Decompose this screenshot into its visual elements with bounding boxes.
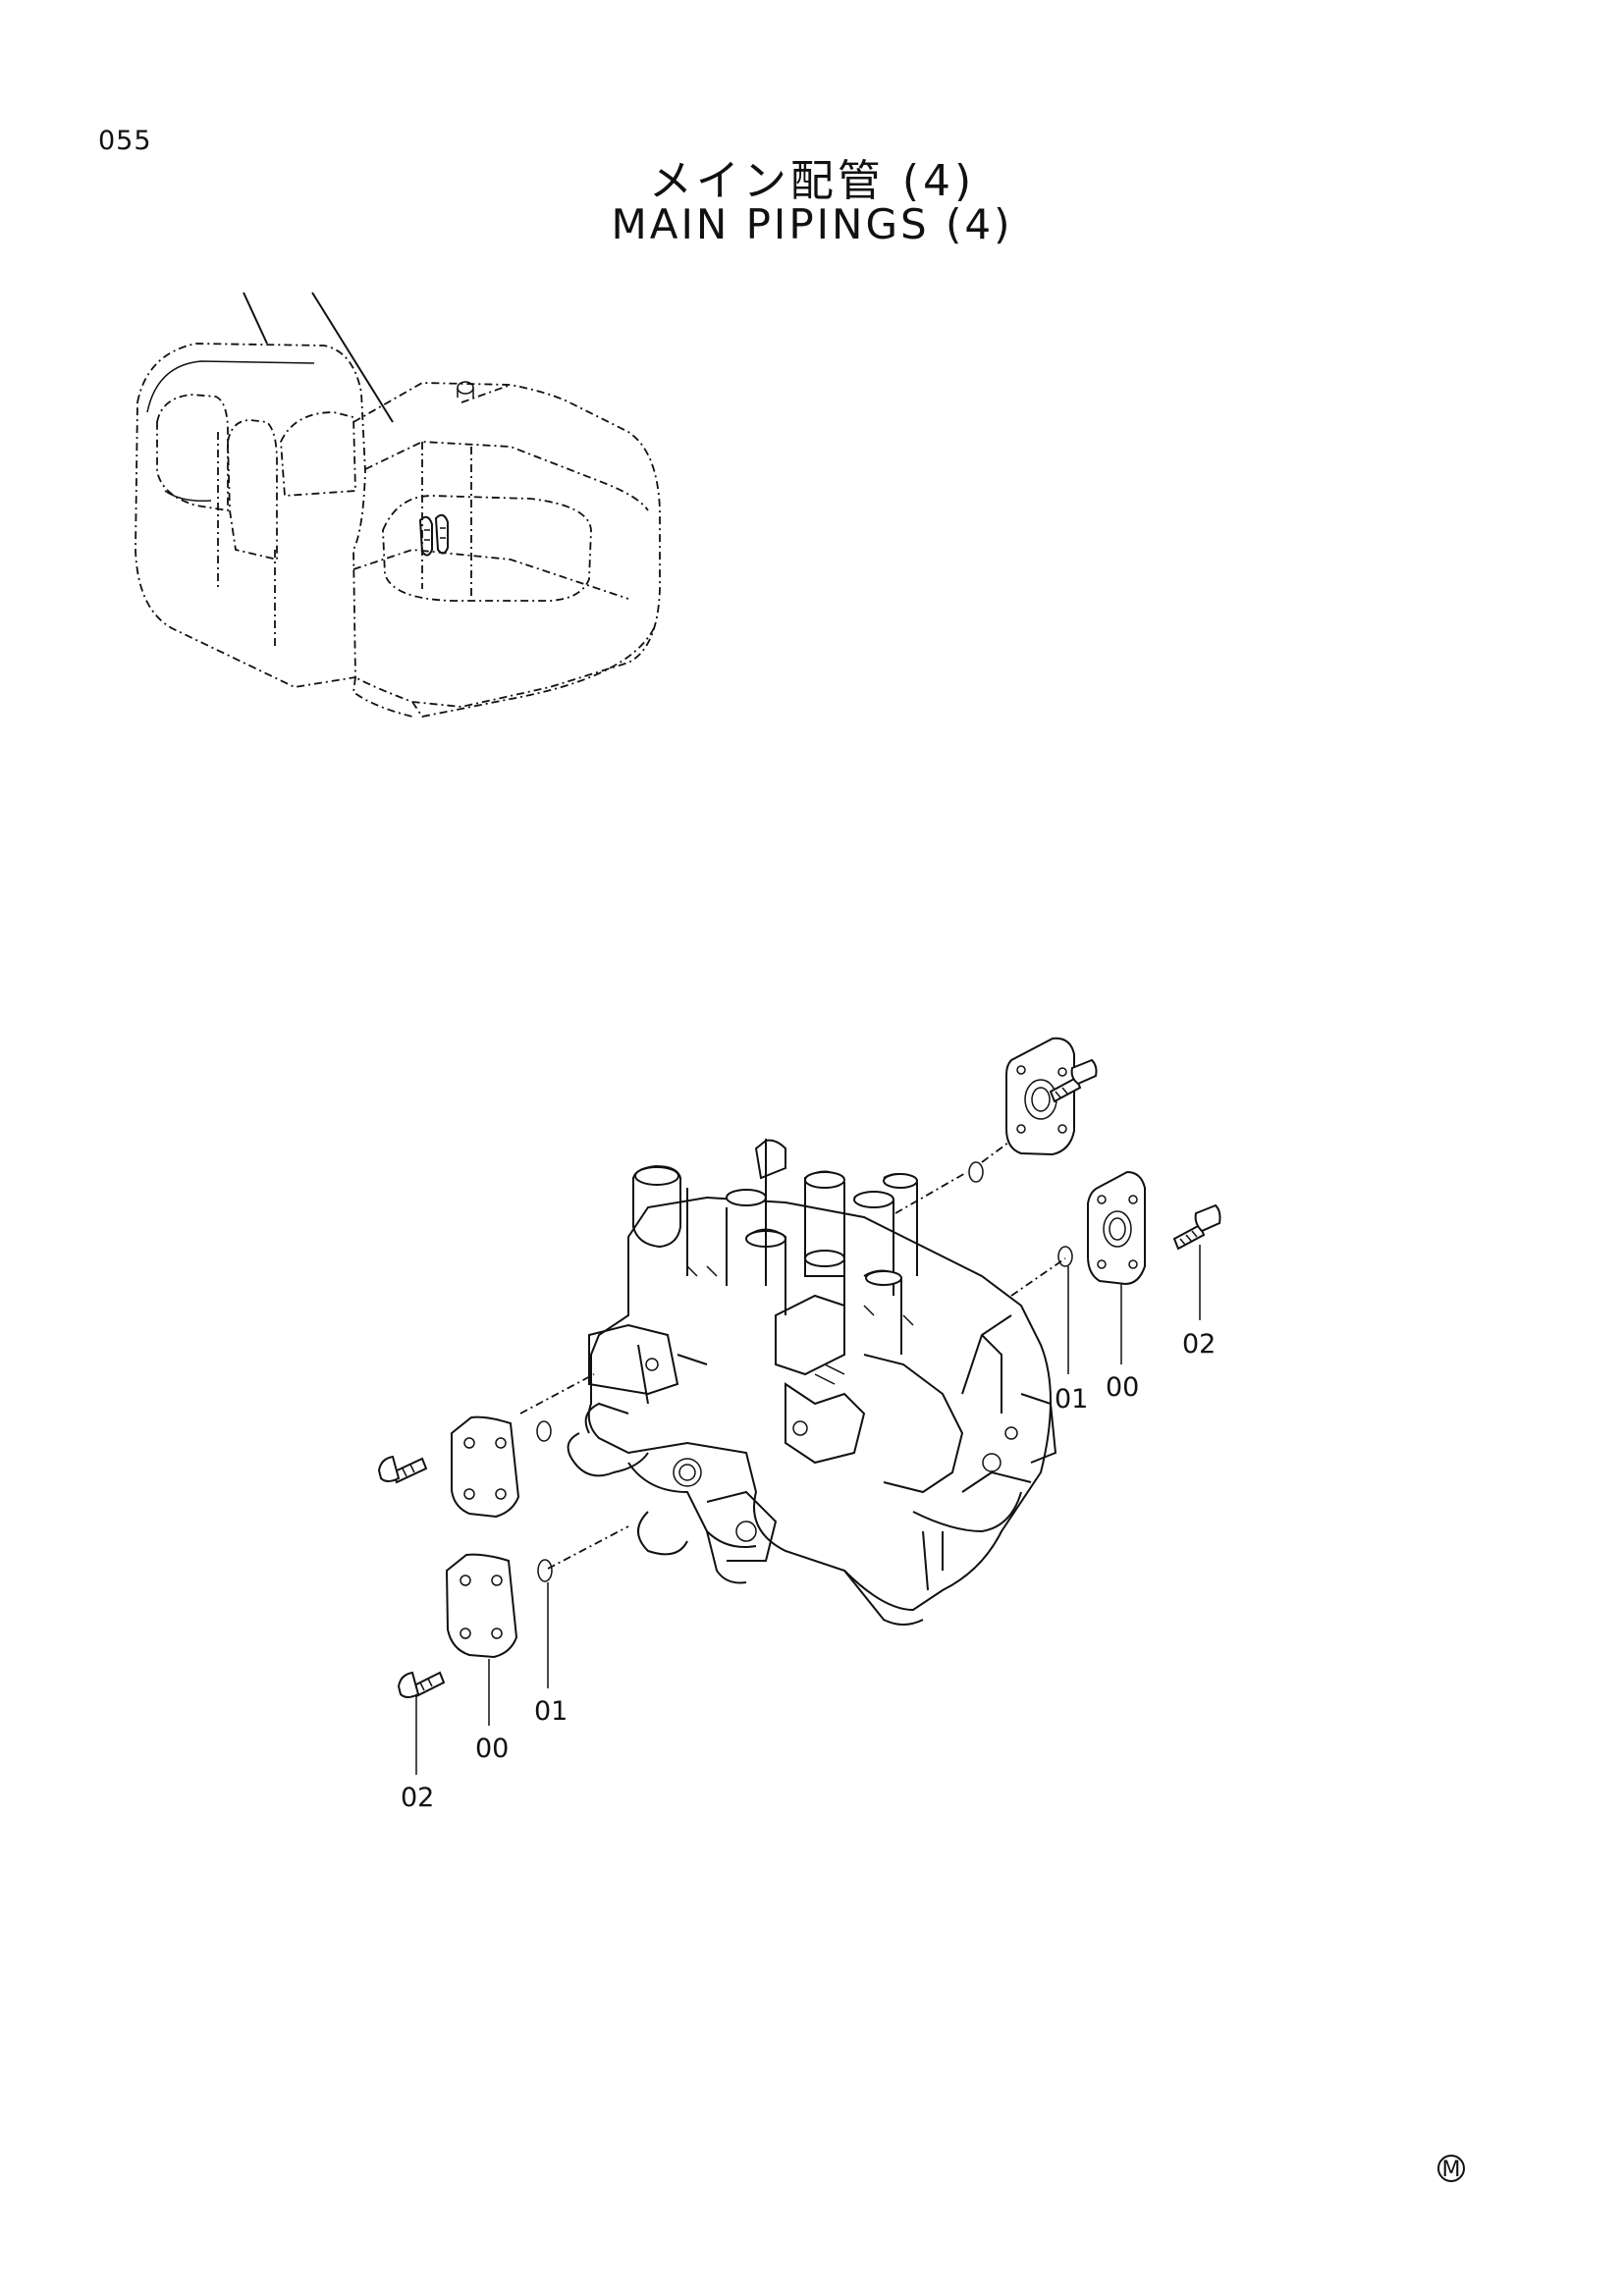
- control-valve-illustration: [567, 1139, 1057, 1626]
- page-title-english: MAIN PIPINGS (4): [611, 200, 1013, 248]
- callout-lower-flange: 00: [475, 1734, 509, 1764]
- callout-upper-flange: 00: [1106, 1372, 1139, 1403]
- leader-lines: [415, 1245, 1201, 1775]
- mark-letter: M: [1442, 2158, 1461, 2182]
- callout-lower-bolt: 02: [401, 1783, 434, 1813]
- left-lower-flange-set: [397, 1553, 553, 1698]
- upper-top-flange-set: [968, 1037, 1098, 1183]
- left-upper-flange-set: [377, 1415, 552, 1519]
- callout-lower-oring: 01: [534, 1696, 568, 1727]
- page-number: 055: [98, 126, 152, 156]
- circled-m-mark: M: [1437, 2155, 1465, 2182]
- callout-upper-oring: 01: [1055, 1384, 1088, 1415]
- callout-upper-bolt: 02: [1182, 1329, 1216, 1360]
- assembly-lines: [519, 1085, 1081, 1570]
- page-title-japanese: メイン配管 (4): [648, 156, 976, 206]
- upper-right-flange-set: [1057, 1170, 1221, 1286]
- excavator-locator-illustration: [135, 292, 661, 719]
